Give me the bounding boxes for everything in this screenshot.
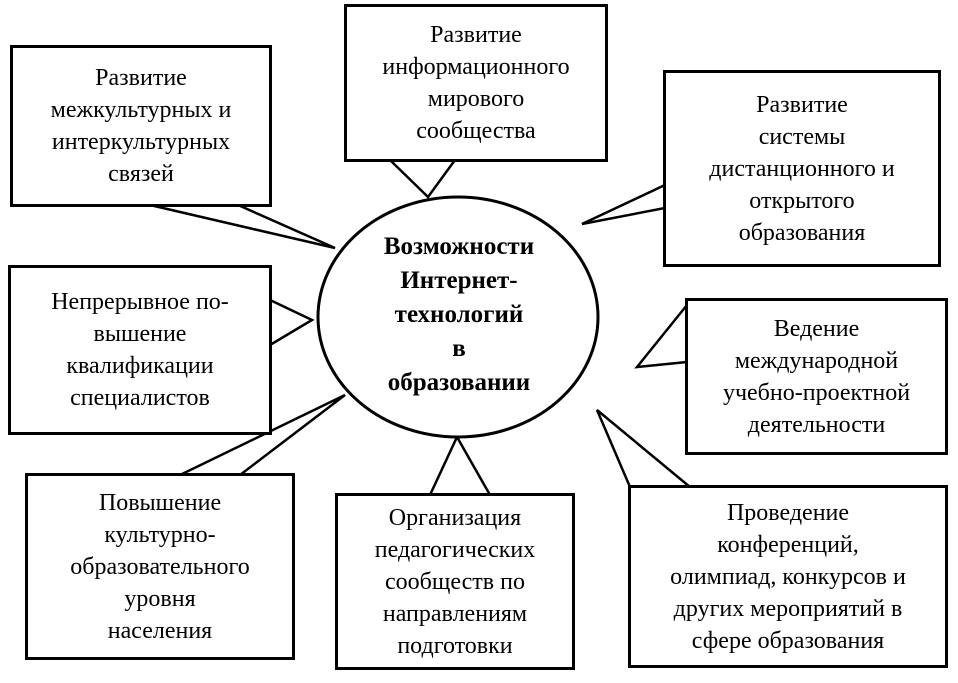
box-ped-communities: Организация педагогических сообществ по …	[335, 493, 575, 670]
center-line: технологий	[394, 301, 524, 328]
box-line: Повышение	[98, 489, 222, 516]
box-line: межкультурных и	[50, 97, 232, 123]
center-title: Возможности Интернет- технологий в образ…	[320, 215, 598, 415]
box-line: вышение	[93, 321, 187, 347]
center-line: образовании	[387, 369, 531, 396]
box-line: связей	[108, 161, 174, 187]
box-line: культурно-	[104, 521, 216, 548]
box-intercultural: Развитие межкультурных и интеркультурных…	[10, 45, 272, 207]
box-conferences: Проведение конференций, олимпиад, конкур…	[628, 485, 948, 668]
pointer-qualification	[268, 298, 315, 348]
box-culture-level: Повышение культурно- образовательного ур…	[25, 473, 295, 660]
box-line: конференций,	[717, 531, 859, 558]
box-distance-ed: Развитие системы дистанционного и открыт…	[663, 70, 941, 267]
center-line: Возможности	[383, 233, 535, 260]
box-line: других мероприятий в	[673, 595, 903, 622]
box-line: Проведение	[726, 499, 850, 526]
box-line: Развитие	[756, 91, 848, 118]
box-line: Развитие	[95, 65, 187, 91]
box-line: образовательного	[70, 553, 250, 580]
box-line: Организация	[388, 504, 522, 531]
pointer-ped-communities	[428, 434, 493, 497]
box-line: олимпиад, конкурсов и	[670, 563, 906, 590]
box-line: системы	[758, 123, 846, 150]
box-line: Ведение	[773, 315, 860, 342]
box-line: Непрерывное по-	[51, 289, 229, 315]
box-line: педагогических	[374, 536, 536, 563]
box-line: подготовки	[397, 632, 513, 659]
pointer-intercultural	[149, 203, 336, 250]
box-line: дистанционного и	[709, 155, 895, 182]
box-line: уровня	[124, 585, 196, 612]
box-qualification: Непрерывное по- вышение квалификации спе…	[8, 265, 272, 435]
center-line: Интернет-	[400, 267, 518, 294]
box-line: информационного	[382, 54, 570, 80]
pointer-intl-projects	[634, 301, 689, 369]
box-line: сфере образования	[691, 627, 885, 654]
box-line: мирового	[427, 86, 525, 112]
box-line: деятельности	[747, 411, 886, 438]
box-info-society: Развитие информационного мирового сообще…	[344, 4, 608, 162]
box-line: открытого	[749, 187, 855, 214]
box-line: направлениям	[382, 600, 528, 627]
box-line: сообщества	[416, 118, 536, 144]
pointer-conferences	[595, 409, 694, 489]
box-line: населения	[107, 617, 213, 644]
pointer-info-society	[386, 158, 458, 199]
center-line: в	[452, 335, 466, 362]
box-line: Развитие	[430, 22, 522, 48]
box-intl-projects: Ведение международной учебно-проектной д…	[685, 298, 948, 455]
box-line: специалистов	[70, 385, 210, 411]
center-ellipse	[316, 195, 600, 439]
box-line: интеркультурных	[51, 129, 231, 155]
box-line: квалификации	[66, 353, 214, 379]
box-line: образования	[738, 219, 866, 246]
box-line: международной	[734, 347, 899, 374]
box-line: учебно-проектной	[722, 379, 911, 406]
box-line: сообществ по	[385, 568, 525, 595]
